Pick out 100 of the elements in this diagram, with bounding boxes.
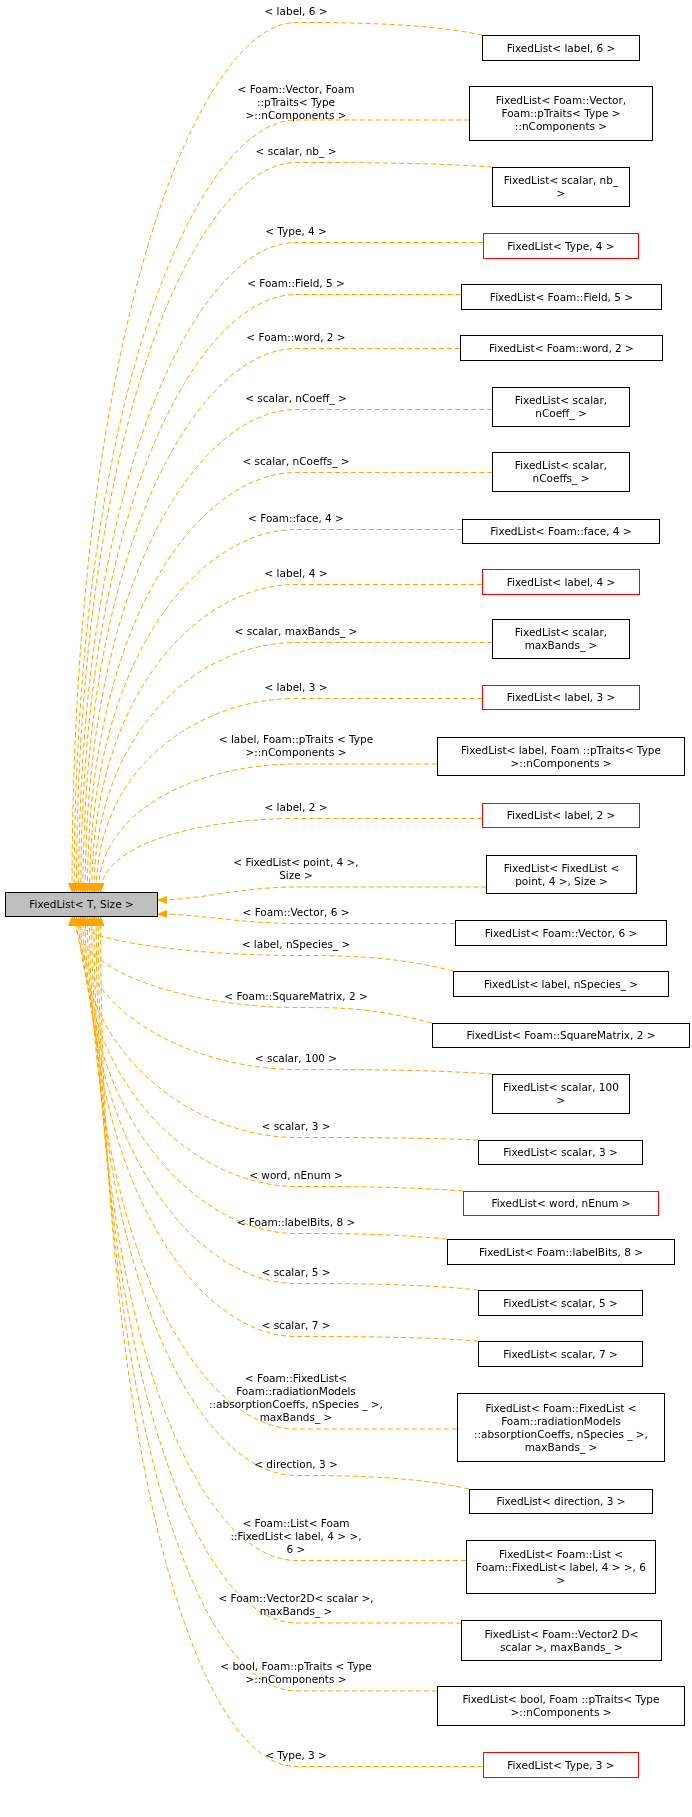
class-name: FixedList< label, 6 >	[506, 41, 616, 55]
dashed-arrow	[92, 698, 483, 893]
edge-label: < Foam::Vector2D< scalar >, maxBands_ >	[217, 1592, 375, 1618]
class-box	[457, 1393, 665, 1462]
dashed-arrow	[77, 916, 464, 1192]
dashed-arrow	[88, 584, 483, 893]
dashed-arrow	[71, 916, 454, 972]
edge-label: < label, 6 >	[263, 4, 329, 18]
class-box	[486, 855, 637, 894]
edge-label: < Foam::face, 4 >	[247, 511, 345, 525]
dashed-arrow	[85, 529, 463, 893]
class-name: FixedList< label, 3 >	[506, 691, 616, 704]
class-name: FixedList< scalar, nb_ >	[502, 174, 620, 200]
class-name: FixedList< Type, 4 >	[507, 239, 615, 253]
class-name: FixedList< Foam::Vector, 6 >	[484, 926, 638, 940]
class-name: FixedList< Foam::List < Foam::FixedList< label, 4 > >, 6 >	[476, 1547, 646, 1587]
class-box	[460, 335, 663, 361]
class-name: FixedList< Type, 3 >	[507, 1758, 615, 1772]
class-box	[478, 1290, 643, 1316]
dashed-arrow	[157, 910, 456, 924]
class-name: FixedList< Foam::FixedList < Foam::radiationModels ::absorptionCoeffs, nSpecies _ >, maxBands_ >	[473, 1401, 649, 1454]
edge-label: < Foam::word, 2 >	[245, 330, 347, 344]
class-name: FixedList< Foam::word, 2 >	[489, 341, 634, 355]
dashed-arrow	[95, 763, 438, 893]
edge-label: < scalar, nCoeffs_ >	[241, 454, 351, 468]
class-name: FixedList< Foam::Field, 5 >	[489, 290, 634, 304]
edge-label: < label, Foam::pTraits < Type >::nComponents >	[217, 733, 375, 759]
class-box	[455, 920, 667, 946]
edge-label: < label, 2 >	[263, 800, 329, 814]
class-name: FixedList< scalar, nCoeff_ >	[513, 394, 609, 420]
class-box	[447, 1239, 675, 1265]
class-box	[492, 1074, 630, 1114]
dashed-arrow	[75, 916, 479, 1141]
edge-label: < label, nSpecies_ >	[240, 937, 352, 951]
class-box	[462, 519, 660, 544]
edge-label: < scalar, nb_ >	[254, 144, 338, 158]
class-box	[469, 1489, 653, 1514]
class-box	[492, 619, 630, 659]
class-box	[482, 685, 640, 710]
edge-label: < Foam::Field, 5 >	[246, 276, 346, 290]
class-name: FixedList< Foam::SquareMatrix, 2 >	[466, 1029, 656, 1042]
edge-label: < Type, 4 >	[264, 224, 328, 238]
dashed-arrow	[90, 642, 493, 893]
edge-label: < scalar, 7 >	[260, 1318, 332, 1332]
dashed-arrow	[98, 818, 483, 893]
edge-label: < Foam::labelBits, 8 >	[235, 1215, 357, 1229]
class-name: FixedList< label, 4 >	[506, 575, 616, 589]
class-box	[469, 86, 653, 141]
edge-label: < scalar, 5 >	[260, 1265, 332, 1279]
edge-label: < Type, 3 >	[264, 1748, 328, 1762]
class-box	[478, 1140, 643, 1165]
class-name: FixedList< FixedList < point, 4 >, Size >	[502, 861, 621, 888]
edge-label: < word, nEnum >	[248, 1168, 344, 1182]
class-box	[478, 1341, 643, 1367]
class-box	[483, 1752, 639, 1778]
class-name: FixedList< scalar, maxBands_ >	[513, 626, 609, 652]
class-box	[432, 1023, 690, 1048]
class-name: FixedList< scalar, 7 >	[503, 1347, 618, 1361]
edge-label: < bool, Foam::pTraits < Type >::nComponents >	[219, 1660, 373, 1686]
class-name: FixedList< scalar, 3 >	[503, 1146, 618, 1159]
class-box	[437, 1686, 685, 1726]
class-name: FixedList< label, Foam ::pTraits< Type >::nComponents >	[460, 743, 662, 770]
class-box	[482, 803, 640, 828]
edge-label: < scalar, 100 >	[253, 1051, 339, 1065]
class-name: FixedList< scalar, nCoeffs_ >	[513, 459, 609, 485]
edge-label: < scalar, 3 >	[260, 1119, 332, 1133]
class-name: FixedList< Foam::Vector2 D< scalar >, maxBands_ >	[483, 1627, 640, 1654]
class-name: FixedList< Foam::Vector, Foam::pTraits< Type > ::nComponents >	[494, 94, 628, 133]
class-box	[492, 167, 630, 207]
class-box	[437, 737, 685, 776]
class-box	[492, 387, 630, 427]
class-box	[482, 35, 640, 61]
dashed-arrow	[96, 916, 484, 1767]
dashed-arrow	[71, 916, 433, 1024]
class-name: FixedList< Foam::face, 4 >	[490, 525, 632, 538]
edge-label: < Foam::SquareMatrix, 2 >	[223, 989, 369, 1003]
edge-label: < scalar, maxBands_ >	[233, 624, 359, 638]
edge-label: < FixedList< point, 4 >, Size >	[232, 856, 360, 882]
class-box	[5, 892, 158, 917]
class-box	[482, 569, 640, 595]
dashed-arrow	[157, 886, 487, 904]
class-box	[461, 284, 662, 310]
edge-label: < direction, 3 >	[253, 1457, 339, 1471]
class-box	[461, 1620, 662, 1661]
class-name: FixedList< word, nEnum >	[491, 1197, 631, 1210]
edge-label: < Foam::Vector, Foam ::pTraits< Type >::nComponents >	[236, 82, 356, 122]
class-box	[483, 233, 639, 259]
class-name: FixedList< label, nSpecies_ >	[483, 977, 639, 991]
class-name: FixedList< direction, 3 >	[496, 1495, 626, 1508]
edge-label: < label, 4 >	[263, 566, 329, 580]
class-box	[466, 1540, 656, 1594]
class-name: FixedList< T, Size >	[29, 898, 134, 911]
edge-label: < label, 3 >	[263, 680, 329, 694]
class-box	[453, 971, 669, 997]
class-box	[492, 452, 630, 492]
class-name: FixedList< label, 2 >	[506, 809, 616, 822]
edge-label: < Foam::List< Foam ::FixedList< label, 4 > >, 6 >	[229, 1516, 363, 1556]
dashed-arrow	[79, 916, 448, 1240]
class-name: FixedList< scalar, 100 >	[502, 1081, 620, 1107]
class-name: FixedList< bool, Foam ::pTraits< Type >::nComponents >	[461, 1693, 661, 1719]
